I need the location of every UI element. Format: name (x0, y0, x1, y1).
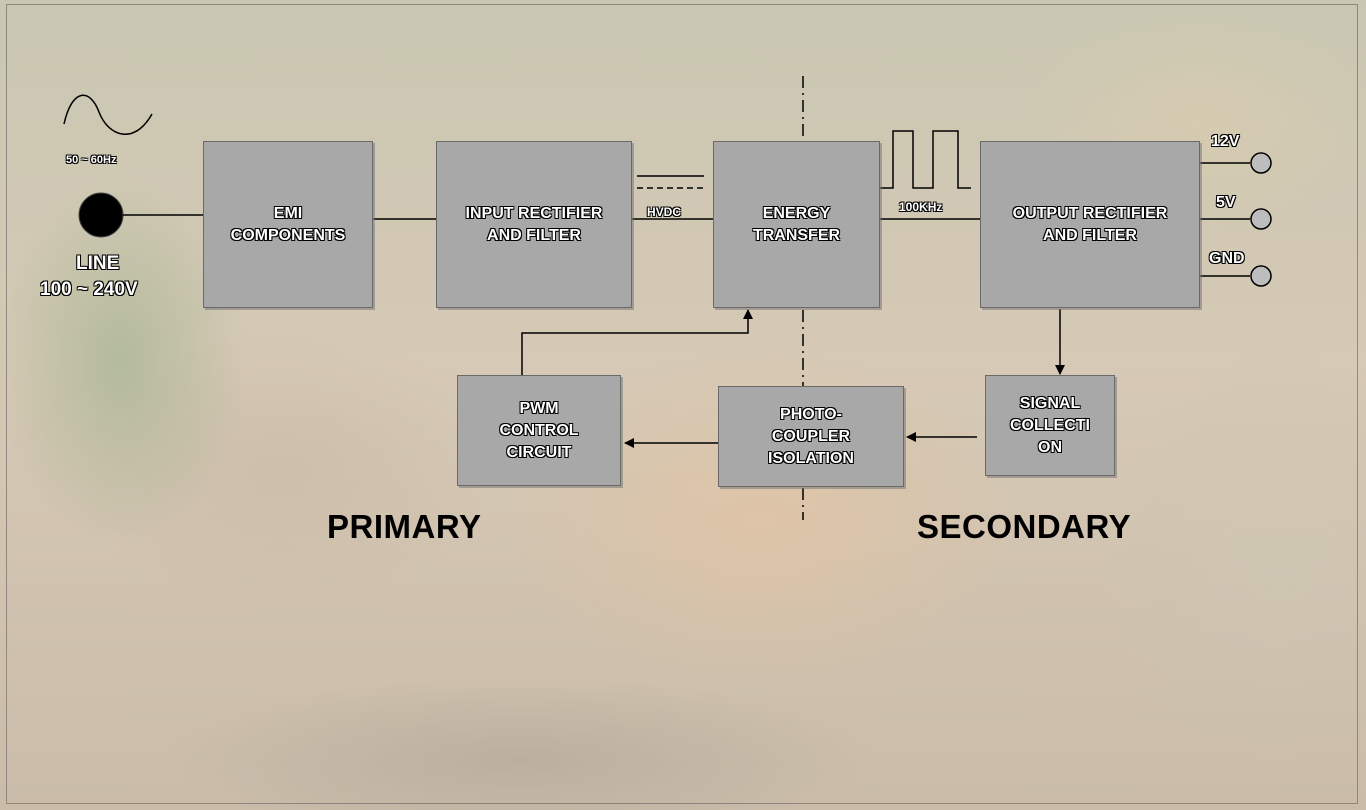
output-12v-terminal (1250, 152, 1272, 174)
hvdc-label: HVDC (647, 205, 682, 219)
switching-frequency-label: 100KHz (899, 200, 943, 214)
emi-components-block: EMI COMPONENTS (203, 141, 373, 308)
slide-frame (6, 4, 1358, 804)
output-5v-label: 5V (1216, 194, 1236, 211)
photocoupler-isolation-block: PHOTO- COUPLER ISOLATION (718, 386, 904, 487)
output-gnd-terminal (1250, 265, 1272, 287)
output-5v-terminal (1250, 208, 1272, 230)
output-12v-label: 12V (1211, 133, 1240, 150)
line-input-icon (78, 192, 124, 238)
line-label: LINE (76, 253, 120, 274)
input-rectifier-block: INPUT RECTIFIER AND FILTER (436, 141, 632, 308)
energy-transfer-block: ENERGY TRANSFER (713, 141, 880, 308)
output-rectifier-block: OUTPUT RECTIFIER AND FILTER (980, 141, 1200, 308)
voltage-label: 100 ~ 240V (40, 279, 138, 300)
signal-collection-block: SIGNAL COLLECTI ON (985, 375, 1115, 476)
ac-sine-icon (63, 94, 153, 135)
square-wave-icon (880, 130, 971, 189)
output-gnd-label: GND (1209, 250, 1245, 267)
secondary-side-label: SECONDARY (917, 508, 1132, 545)
input-frequency-label: 50 ~ 60Hz (66, 154, 117, 166)
pwm-control-block: PWM CONTROL CIRCUIT (457, 375, 621, 486)
primary-side-label: PRIMARY (327, 508, 482, 545)
